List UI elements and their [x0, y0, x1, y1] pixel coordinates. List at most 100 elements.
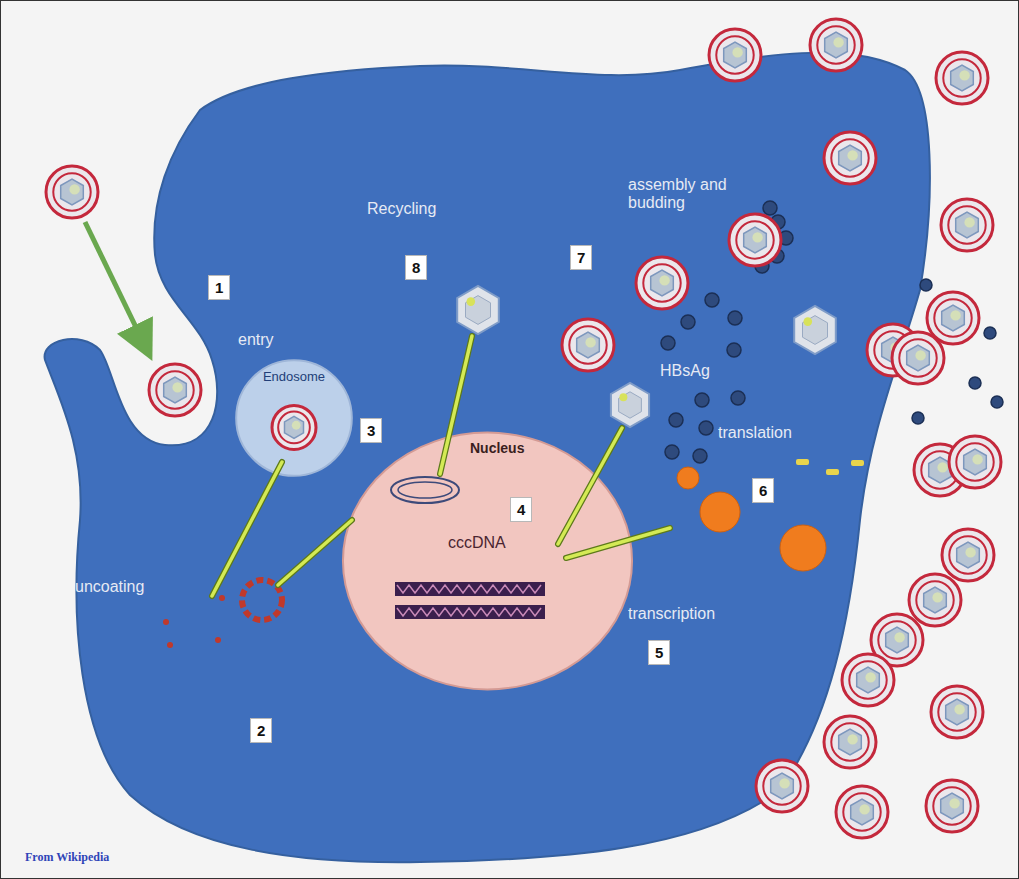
- virions: [46, 19, 1001, 838]
- figure-part: [796, 459, 809, 465]
- figure-part: [278, 520, 352, 585]
- figure-part: [585, 337, 595, 347]
- figure-part: [942, 529, 994, 581]
- step-label: uncoating: [75, 578, 144, 596]
- virion: [942, 529, 994, 581]
- figure-part: [847, 150, 857, 160]
- figure-part: [569, 326, 606, 363]
- figure-part: [727, 343, 741, 357]
- figure-part: [219, 595, 225, 601]
- virion: [926, 780, 978, 832]
- figure-part: [732, 47, 742, 57]
- capsid: [611, 383, 649, 427]
- virion: [756, 760, 808, 812]
- figure-part: [729, 214, 781, 266]
- virion: [636, 257, 688, 309]
- figure-part: [943, 59, 980, 96]
- figure-part: [972, 454, 982, 464]
- figure-part: [677, 467, 699, 489]
- uncoating-figure: [163, 580, 282, 648]
- callout-number: 1: [208, 275, 230, 300]
- figure-part: [839, 729, 862, 755]
- virion: [936, 52, 988, 104]
- virion: [824, 132, 876, 184]
- callout-number: 3: [360, 418, 382, 443]
- ribosomes: [677, 467, 826, 571]
- step-label: transcription: [628, 605, 715, 623]
- figure-part: [915, 350, 925, 360]
- circular-dna: [391, 477, 459, 503]
- figure-part: [984, 327, 996, 339]
- figure-part: [851, 460, 864, 466]
- figure-part: [736, 221, 773, 258]
- proteins: [796, 459, 864, 475]
- figure-part: [724, 42, 747, 68]
- figure-part: [212, 462, 282, 596]
- figure-part: [149, 364, 201, 416]
- figure-part: [731, 391, 745, 405]
- step-label: Recycling: [367, 200, 436, 218]
- virion: [709, 29, 761, 81]
- figure-part: [933, 787, 970, 824]
- figure-part: [959, 70, 969, 80]
- figure-part: [69, 184, 79, 194]
- figure-part: [562, 319, 614, 371]
- figure-part: [566, 528, 670, 558]
- figure-part: [803, 317, 812, 326]
- callout-number: 6: [752, 478, 774, 503]
- figure-part: [936, 52, 988, 104]
- figure-part: [440, 336, 472, 474]
- figure-part: [899, 339, 936, 376]
- figure-part: [824, 716, 876, 768]
- figure-part: [699, 421, 713, 435]
- figure-part: [709, 29, 761, 81]
- capsids: [457, 286, 836, 427]
- figure-part: [941, 199, 993, 251]
- figure-part: [894, 632, 904, 642]
- figure-part: [847, 734, 857, 744]
- figure-part: [965, 547, 975, 557]
- figure-part: [851, 799, 874, 825]
- dna-label: cccDNA: [448, 534, 506, 552]
- figure-part: [780, 525, 826, 571]
- figure-part: [779, 778, 789, 788]
- figure-part: [836, 786, 888, 838]
- figure-part: [938, 693, 975, 730]
- figure-part: [636, 257, 688, 309]
- figure-part: [927, 292, 979, 344]
- figure-part: [912, 412, 924, 424]
- figure-part: [391, 477, 459, 503]
- figure-part: [907, 345, 930, 371]
- figure-part: [643, 264, 680, 301]
- figure-part: [457, 286, 499, 334]
- figure-part: [991, 396, 1003, 408]
- capsid: [457, 286, 499, 334]
- pathway-line: [212, 462, 282, 596]
- callout-number: 7: [570, 245, 592, 270]
- figure-part: [824, 132, 876, 184]
- figure-part: [839, 145, 862, 171]
- figure-part: [950, 310, 960, 320]
- figure-part: [577, 332, 600, 358]
- figure-part: [857, 667, 880, 693]
- figure-part: [956, 212, 979, 238]
- virion: [931, 686, 983, 738]
- pathway-line: [558, 428, 622, 544]
- figure-part: [398, 482, 452, 498]
- figure-part: [343, 433, 632, 690]
- figure-part: [849, 661, 886, 698]
- figure-part: [909, 574, 961, 626]
- figure-part: [46, 166, 98, 218]
- figure-part: [285, 416, 304, 438]
- figure-part: [466, 296, 491, 325]
- callout-number: 5: [648, 640, 670, 665]
- callout-number: 2: [250, 718, 272, 743]
- virion: [729, 214, 781, 266]
- figure-part: [833, 37, 843, 47]
- pathway-line: [566, 528, 670, 558]
- figure-part: [705, 293, 719, 307]
- figure-part: [156, 371, 193, 408]
- virion: [810, 19, 862, 71]
- figure-part: [53, 173, 90, 210]
